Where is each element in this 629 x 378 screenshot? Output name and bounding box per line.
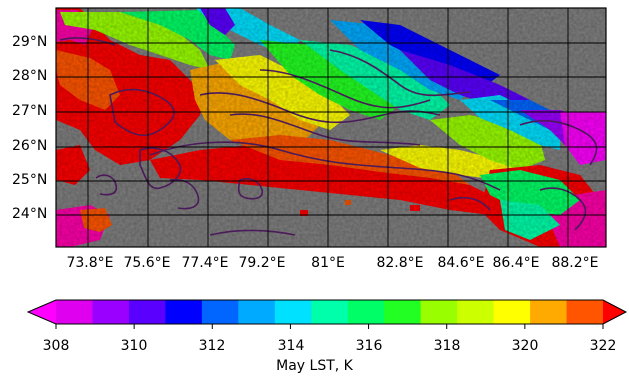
lon-label-79-2E: 79.2°E (238, 255, 286, 271)
colorbar-bin (201, 300, 239, 324)
colorbar-tick-318: 318 (433, 338, 461, 354)
colorbar-bin (347, 300, 385, 324)
lon-label-82-8E: 82.8°E (376, 255, 424, 271)
lon-label-77-4E: 77.4°E (181, 255, 229, 271)
colorbar-bin (311, 300, 349, 324)
colorbar-tick-320: 320 (511, 338, 539, 354)
colorbar-bin (56, 300, 93, 324)
colorbar-tick-322: 322 (589, 338, 617, 354)
colorbar-tick-316: 316 (355, 338, 383, 354)
colorbar-bin (384, 300, 422, 324)
colorbar (26, 299, 628, 329)
colorbar-extend-max (603, 300, 626, 324)
lat-label-26N: 26°N (12, 138, 48, 154)
lon-label-73-8E: 73.8°E (66, 255, 114, 271)
colorbar-bin (92, 300, 130, 324)
colorbar-bin (530, 300, 568, 324)
lat-label-27N: 27°N (12, 103, 48, 119)
raster-texture (56, 8, 606, 247)
colorbar-tick-310: 310 (120, 338, 148, 354)
colorbar-tick-312: 312 (198, 338, 226, 354)
contour-lines (59, 37, 598, 236)
lon-label-84-6E: 84.6°E (437, 255, 485, 271)
colorbar-bin (274, 300, 312, 324)
colorbar-tick-314: 314 (277, 338, 305, 354)
lon-label-88-2E: 88.2°E (551, 255, 599, 271)
colorbar-extend-min (28, 300, 56, 324)
lon-label-86-4E: 86.4°E (492, 255, 540, 271)
colorbar-bin (493, 300, 531, 324)
colorbar-bin (457, 300, 495, 324)
lat-label-25N: 25°N (12, 172, 48, 188)
lat-label-28N: 28°N (12, 68, 48, 84)
colorbar-bin (420, 300, 458, 324)
lat-label-29N: 29°N (12, 34, 48, 50)
lst-map (55, 7, 607, 248)
lon-label-75-6E: 75.6°E (123, 255, 171, 271)
colorbar-tick-308: 308 (42, 338, 70, 354)
lon-label-81E: 81°E (311, 255, 345, 271)
colorbar-bin (128, 300, 166, 324)
map-frame (55, 7, 607, 248)
colorbar-bin (238, 300, 276, 324)
lat-label-24N: 24°N (12, 206, 48, 222)
colorbar-label: May LST, K (276, 358, 353, 374)
colorbar-bin (165, 300, 203, 324)
graticule (56, 8, 606, 247)
colorbar-bin (566, 300, 604, 324)
